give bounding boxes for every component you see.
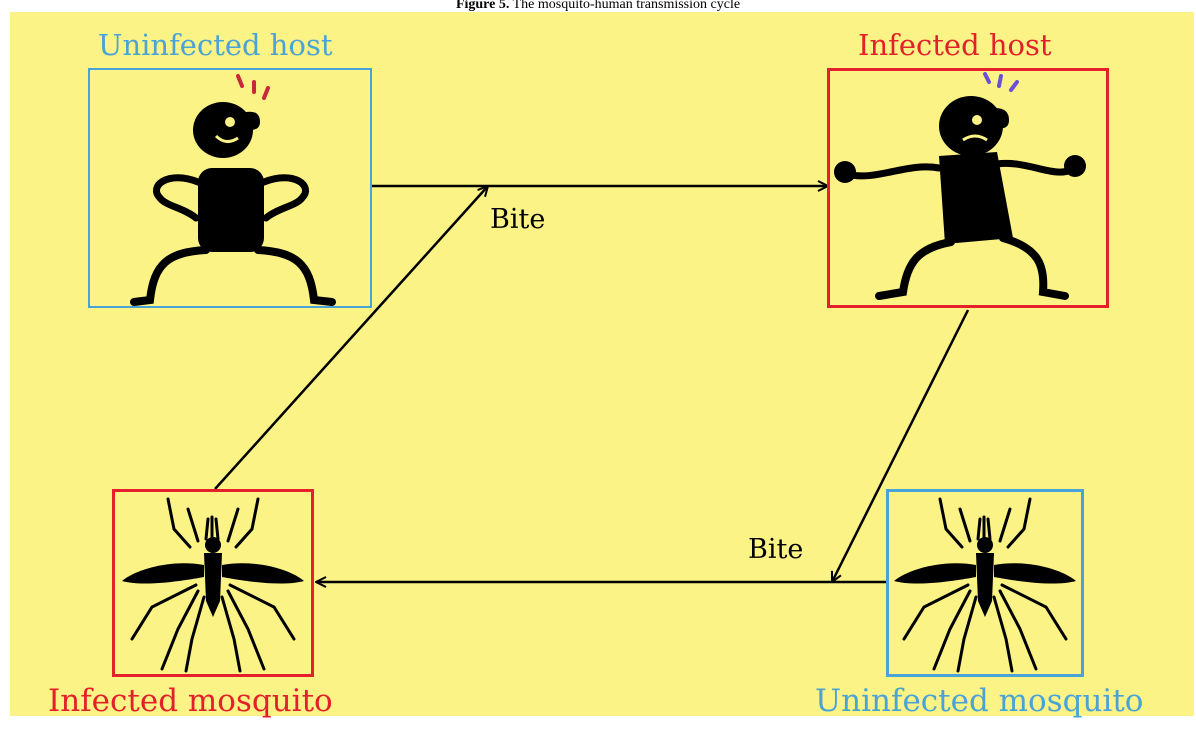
uninfected-mosquito-box [886,489,1084,677]
bite-label-bottom: Bite [748,534,803,565]
mosquito-icon [886,489,1084,677]
human-figure-icon [88,68,372,308]
infected-mosquito-box [112,489,314,677]
bite-label-top: Bite [490,204,545,235]
uninfected-host-box [88,68,372,308]
infected-host-box [827,68,1109,308]
sick-human-figure-icon [827,68,1109,308]
mosquito-icon [112,489,314,677]
